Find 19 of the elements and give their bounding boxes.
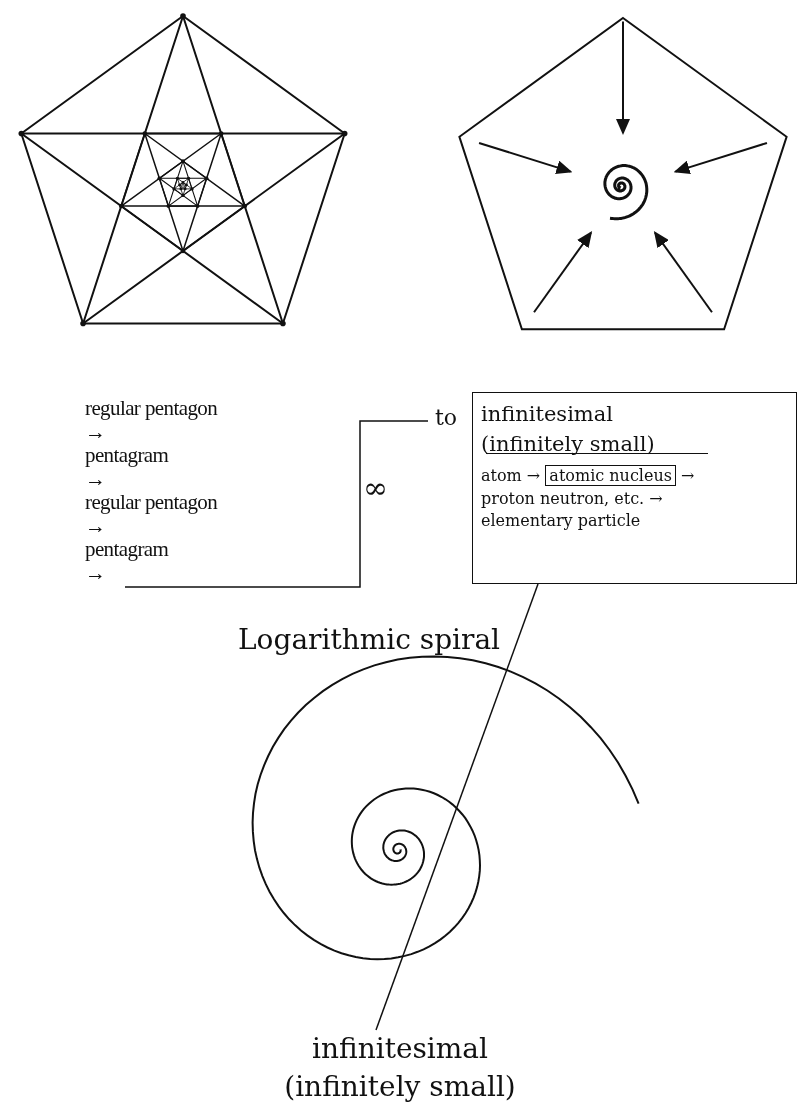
chain-text: regular pentagon [85, 397, 218, 421]
chain-text: → [85, 514, 106, 538]
heading-text: infinitesimal (infinitely small) [481, 401, 656, 458]
infinity-symbol: ∞ [363, 470, 388, 505]
chain-text: pentagram [85, 444, 169, 468]
body-text: proton neutron, etc. → elementary particle [481, 488, 664, 532]
chain-text: → [85, 467, 106, 491]
nested-text-box: atomic nucleus [545, 465, 676, 486]
chain-text: → [85, 420, 106, 444]
body-text: atom → [481, 466, 542, 485]
chain-text: → [85, 561, 106, 585]
caption-text: infinitesimal (infinitely small) [270, 1030, 530, 1106]
connector-line [124, 420, 429, 588]
heading-text: Logarithmic spiral [238, 623, 501, 656]
chain-text: regular pentagon [85, 491, 218, 515]
connector-line [375, 583, 539, 1031]
chain-text: pentagram [85, 538, 169, 562]
body-text: → [680, 466, 695, 485]
text-box [472, 392, 797, 584]
